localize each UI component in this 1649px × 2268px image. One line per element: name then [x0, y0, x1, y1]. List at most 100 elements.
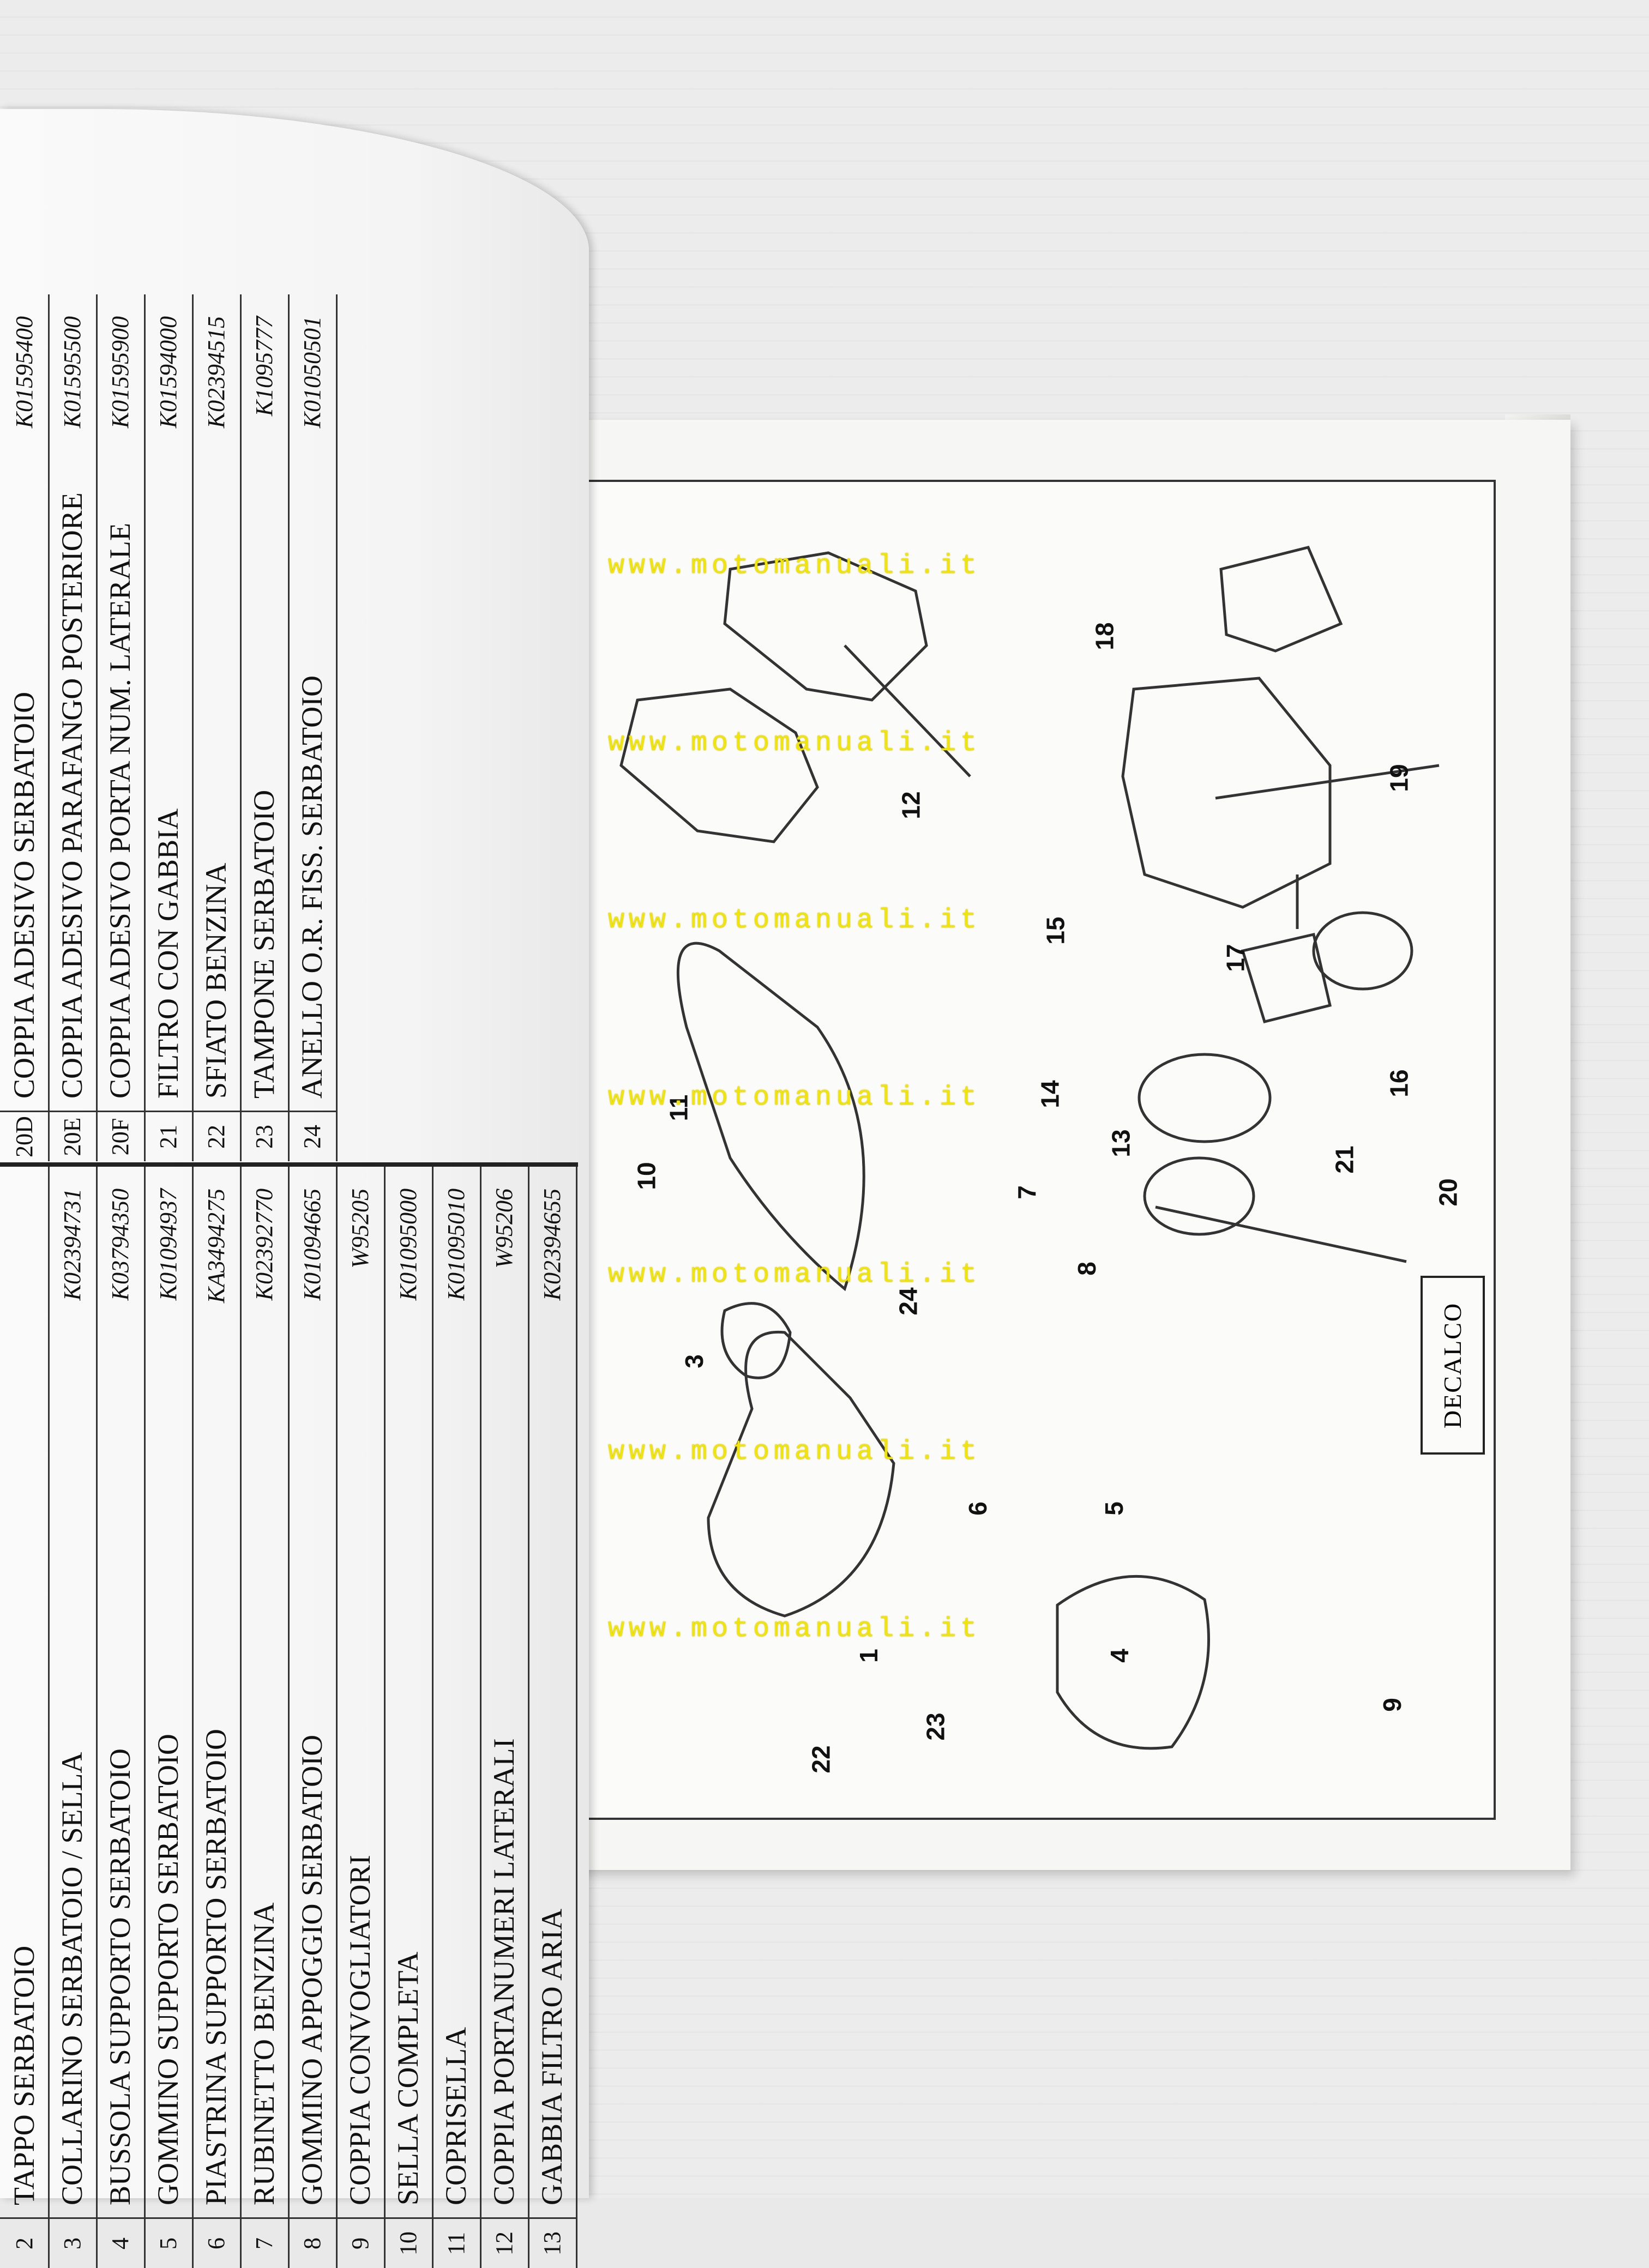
part-code: K01595500: [58, 316, 86, 429]
watermark-text: www.motomanuali.it: [608, 728, 982, 759]
watermark-text: www.motomanuali.it: [608, 905, 982, 936]
callout-20: 20: [1434, 1178, 1463, 1207]
airbox-plate: [1219, 546, 1343, 653]
part-description: RUBINETTO BENZINA: [248, 1902, 280, 2205]
table-row: 12 COPPIA PORTANUMERI LATERALI W95206: [480, 1167, 529, 2268]
filter-element: [1143, 1156, 1255, 1236]
part-number: 2: [0, 2217, 48, 2268]
filter-cage: [1138, 1053, 1272, 1143]
table-row: 10 SELLA COMPLETA K01095000: [384, 1167, 434, 2268]
part-code: K01050501: [298, 316, 326, 429]
part-description: SELLA COMPLETA: [392, 1951, 424, 2205]
decal-label-box: DECALCO: [1421, 1276, 1485, 1455]
seat-outline: [676, 942, 865, 1292]
part-number: 6: [192, 2217, 240, 2268]
part-description: COPPIA PORTANUMERI LATERALI: [488, 1738, 520, 2206]
part-number: 20F: [96, 1111, 144, 1161]
callout-8: 8: [1072, 1262, 1101, 1276]
callout-24: 24: [894, 1287, 923, 1316]
part-number: 7: [240, 2217, 288, 2268]
part-number: 22: [192, 1111, 240, 1161]
side-panel-lower: [619, 687, 819, 843]
exploded-parts-diagram: [619, 546, 1440, 1750]
watermark-text: www.motomanuali.it: [608, 551, 982, 582]
part-code: K01095010: [442, 1189, 470, 1301]
callout-4: 4: [1105, 1649, 1134, 1663]
part-number: 12: [480, 2217, 528, 2268]
watermark-text: www.motomanuali.it: [608, 1082, 982, 1113]
callout-13: 13: [1106, 1129, 1135, 1157]
part-number: 11: [432, 2217, 480, 2268]
callout-16: 16: [1385, 1069, 1413, 1097]
callout-10: 10: [632, 1162, 661, 1190]
callout-17: 17: [1221, 944, 1250, 972]
callout-9: 9: [1377, 1698, 1406, 1712]
o-ring: [720, 1302, 792, 1379]
part-code: K01094937: [154, 1189, 182, 1301]
part-description: BUSSOLA SUPPORTO SERBATOIO: [104, 1748, 136, 2205]
watermark-text: www.motomanuali.it: [608, 1437, 982, 1468]
gasket: [1312, 911, 1413, 991]
part-description: TAMPONE SERBATOIO: [248, 789, 280, 1099]
side-cover: [1056, 1575, 1210, 1750]
table-divider: [0, 1162, 578, 1167]
part-description: TAPPO SERBATOIO: [8, 1945, 40, 2205]
table-row: 23 TAMPONE SERBATOIO K1095777: [240, 294, 290, 1161]
callout-21: 21: [1330, 1145, 1359, 1174]
watermark-text: www.motomanuali.it: [608, 1614, 982, 1645]
airbox-outline: [1121, 677, 1332, 909]
part-code: K03794350: [106, 1189, 134, 1301]
part-number: 23: [240, 1111, 288, 1161]
part-code: K02394515: [202, 316, 230, 429]
part-description: COPPIA CONVOGLIATORI: [344, 1855, 376, 2205]
part-description: COLLARINO SERBATOIO / SELLA: [56, 1752, 88, 2205]
part-number: 13: [528, 2217, 576, 2268]
part-code: KA3494275: [202, 1189, 230, 1304]
part-code: K02394655: [538, 1189, 565, 1301]
callout-6: 6: [963, 1501, 992, 1516]
callout-7: 7: [1012, 1185, 1041, 1199]
part-code: K1095777: [250, 316, 278, 417]
watermark-text: www.motomanuali.it: [608, 1259, 982, 1290]
part-description: COPRISELLA: [440, 2026, 472, 2205]
callout-19: 19: [1385, 764, 1413, 792]
side-panel-upper: [723, 551, 928, 702]
part-number: 24: [288, 1111, 336, 1161]
diagram-frame: [586, 480, 1496, 1820]
intake-boot: [1241, 933, 1332, 1024]
callout-12: 12: [896, 791, 925, 819]
part-code: K01095000: [394, 1189, 422, 1301]
part-code: K01595400: [10, 316, 38, 429]
table-row: 2 TAPPO SERBATOIO: [0, 1167, 50, 2268]
callout-22: 22: [807, 1745, 835, 1774]
part-description: GOMMINO APPOGGIO SERBATOIO: [296, 1734, 328, 2205]
callout-5: 5: [1099, 1501, 1128, 1516]
part-code: K02394731: [58, 1189, 86, 1301]
part-code: K01594000: [154, 316, 182, 429]
callout-1: 1: [854, 1649, 883, 1663]
part-description: GABBIA FILTRO ARIA: [535, 1908, 568, 2205]
part-number: 8: [288, 2217, 336, 2268]
part-number: 5: [144, 2217, 192, 2268]
part-code: W95206: [490, 1189, 517, 1269]
fuel-tank-outline: [707, 1330, 895, 1618]
table-row: 11 COPRISELLA K01095010: [432, 1167, 482, 2268]
callout-3: 3: [679, 1354, 708, 1368]
part-number: 10: [384, 2217, 432, 2268]
part-number: 20D: [0, 1111, 48, 1161]
callout-18: 18: [1090, 622, 1119, 650]
